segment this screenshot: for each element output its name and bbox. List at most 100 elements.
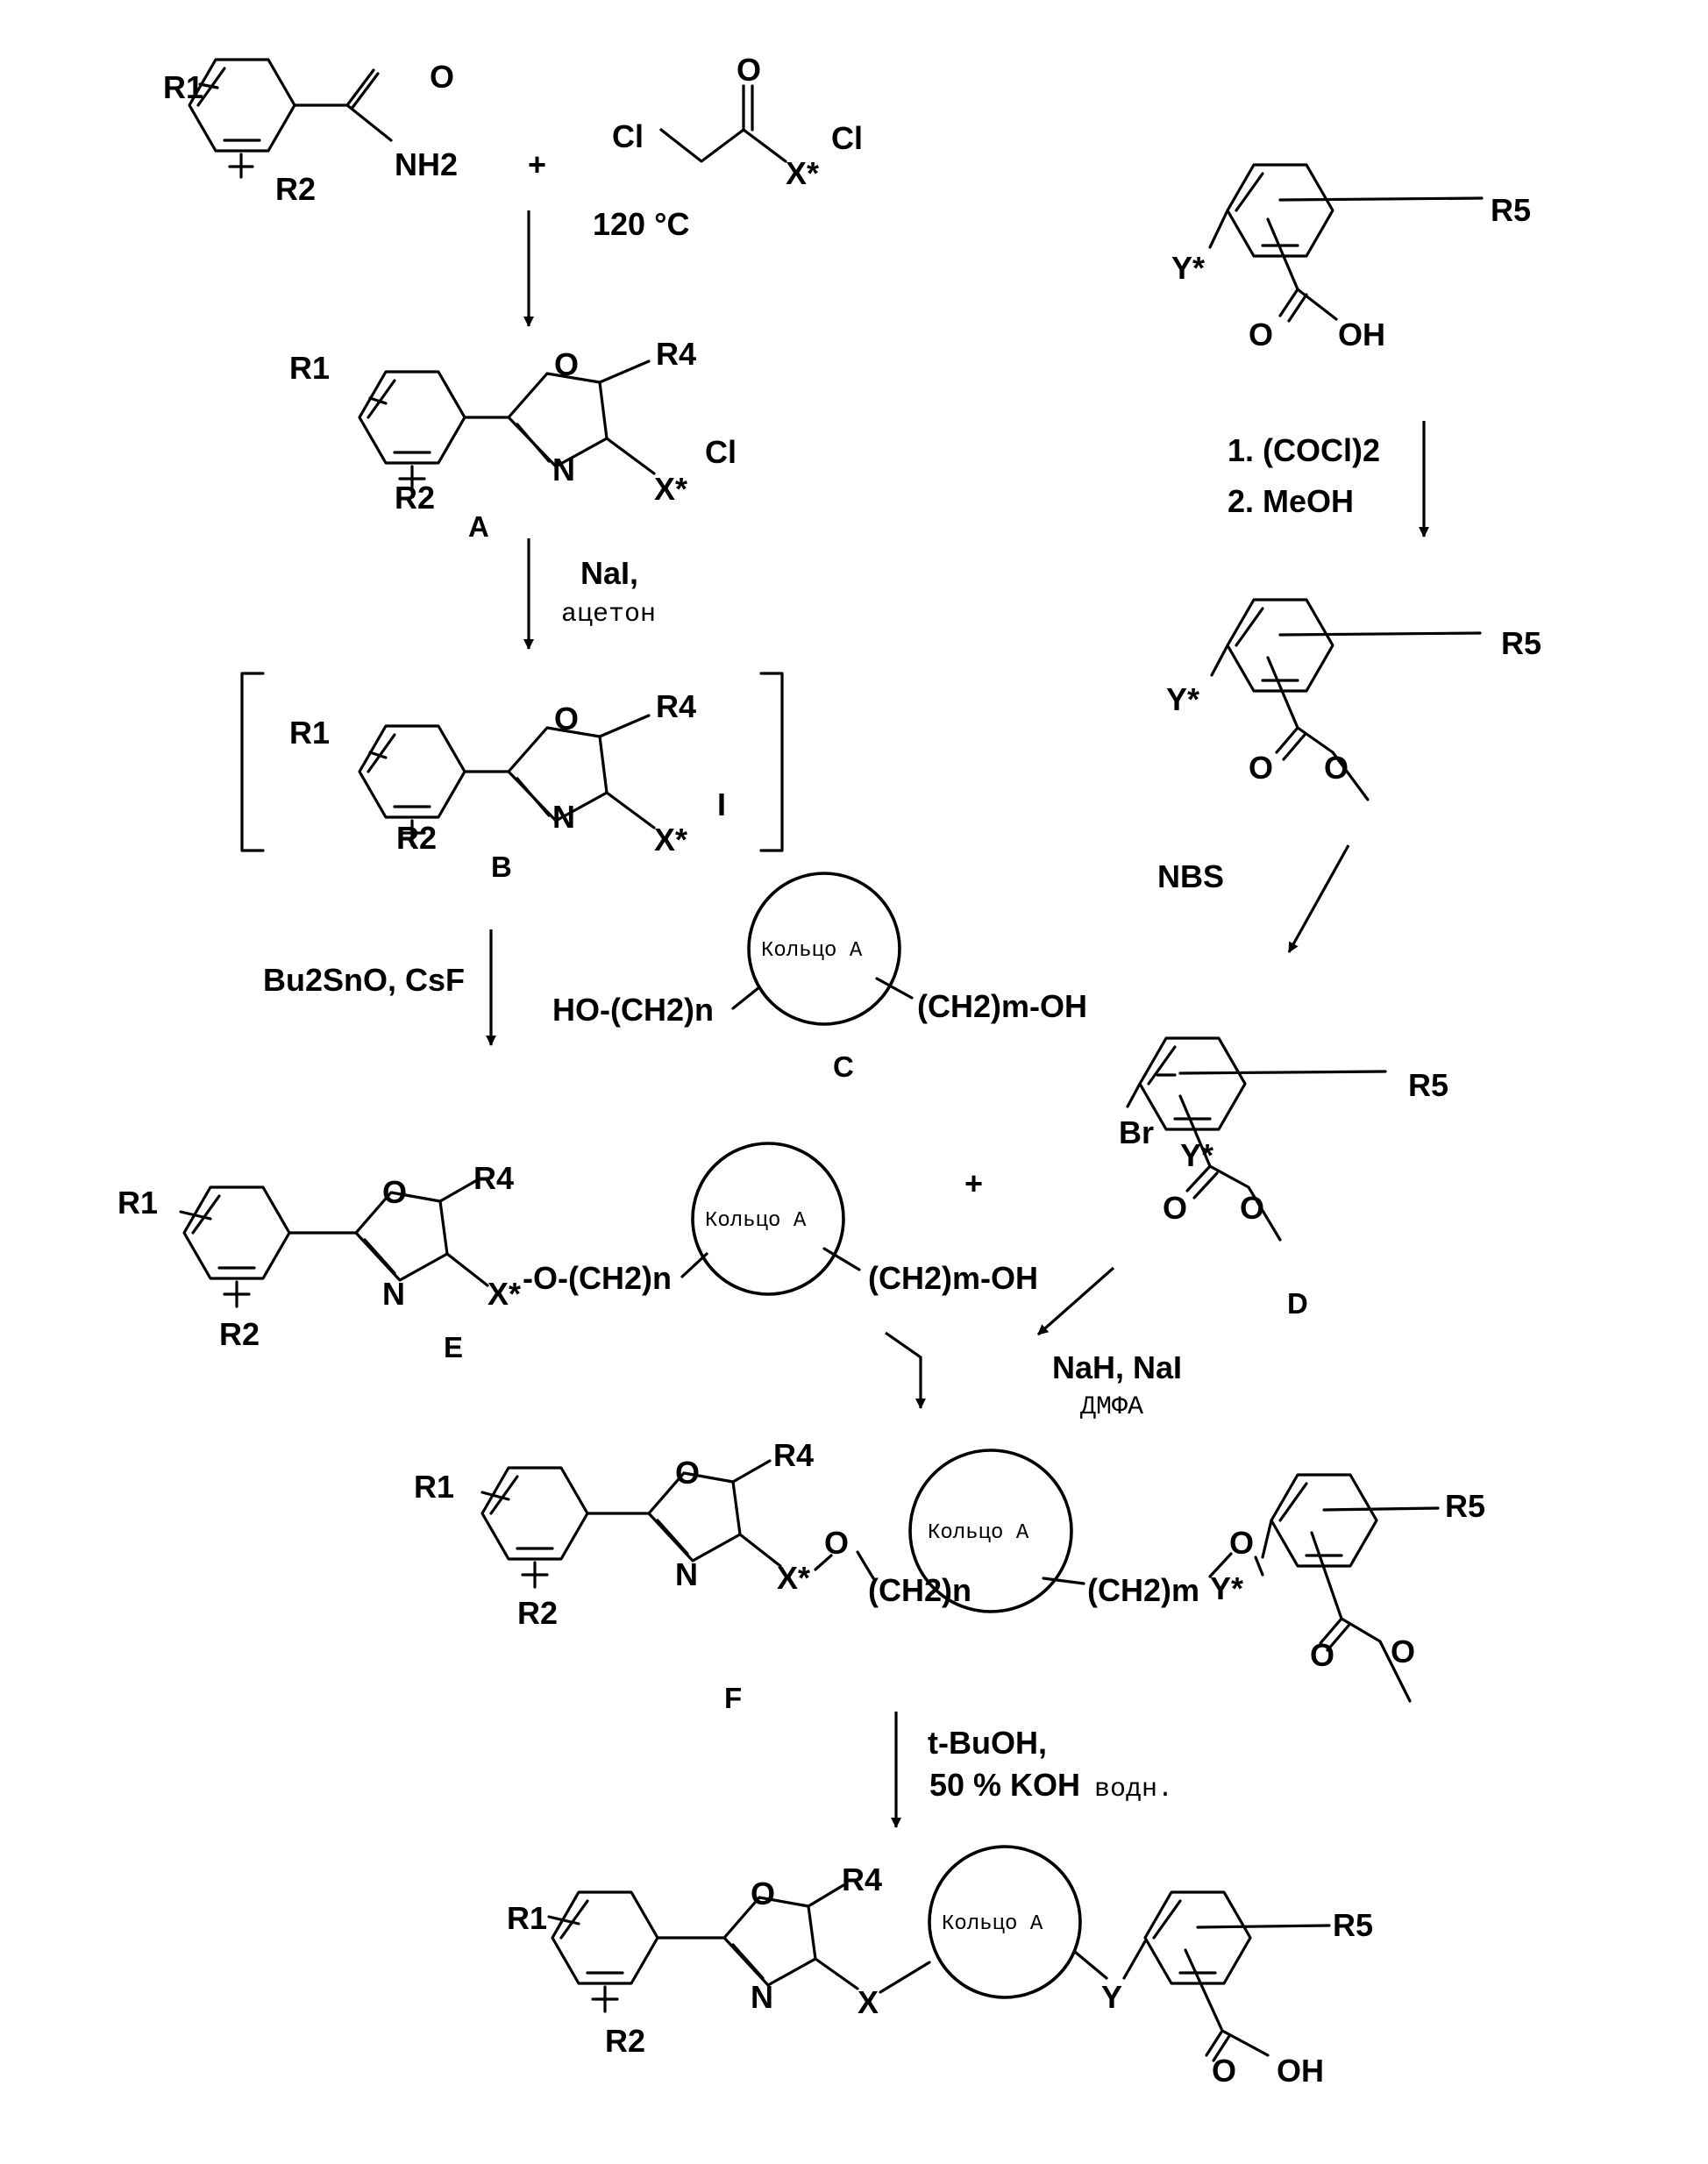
chloroacyl-reactant: Cl O X* Cl [612,52,863,191]
x-star-label: X* [786,155,819,191]
ring-a-label: Кольцо A [928,1521,1029,1545]
final-product: R1 R2 O R4 N X Кольцо A Y R5 O OH [507,1847,1373,2089]
iodine-label: I [717,787,726,822]
chain-label: HO-(CH2)n [552,992,714,1028]
r4-label: R4 [656,336,696,372]
reagent-label: t-BuOH, [928,1725,1047,1761]
r1-label: R1 [507,1900,547,1936]
reaction-arrow [1038,1268,1114,1335]
oxygen-label: O [1240,1190,1264,1226]
compound-label-f: F [724,1682,742,1714]
r2-label: R2 [605,2023,645,2059]
r1-label: R1 [117,1185,158,1221]
benzoic-acid: R5 Y* O OH [1171,165,1531,352]
compound-label-d: D [1287,1287,1308,1320]
r5-label: R5 [1445,1488,1485,1524]
y-star-label: Y* [1180,1137,1213,1173]
reagent-label: 50 % KOH [929,1767,1080,1803]
reagent-label: 120 °C [593,206,689,242]
compound-f: R1 R2 O R4 N X* O (CH2)n Кольцо A (CH2)m… [414,1437,1485,1714]
compound-a: R1 R2 O R4 N X* Cl A [289,336,737,543]
chain-label: (CH2)m-OH [917,988,1087,1024]
nitrogen-label: N [552,452,575,488]
chain-label: (CH2)m-OH [868,1260,1038,1296]
r2-label: R2 [275,171,316,207]
ring-a-label: Кольцо A [705,1209,807,1233]
reagent-label: 1. (COCl)2 [1228,432,1380,468]
x-star-label: X* [777,1560,810,1596]
oxygen-label: O [737,52,761,88]
reagent-label: NBS [1157,858,1224,894]
br-label: Br [1119,1114,1154,1150]
compound-d: Br Y* R5 O O D [1119,1038,1448,1320]
r1-label: R1 [289,715,330,751]
r5-label: R5 [1333,1907,1373,1943]
oxygen-label: O [1324,750,1349,786]
reaction-arrow [1289,845,1349,952]
reagent-label: NaH, NaI [1052,1349,1182,1385]
reagent-label: Bu2SnO, CsF [263,962,465,998]
reagent-label: ацетон [561,600,656,630]
r4-label: R4 [473,1160,514,1196]
r1-label: R1 [414,1469,454,1505]
plus-sign: + [964,1165,983,1201]
y-star-label: Y* [1210,1570,1243,1606]
plus-sign: + [528,146,546,182]
cl-label: Cl [831,120,863,156]
compound-label-e: E [444,1331,463,1363]
r5-label: R5 [1501,625,1541,661]
oxygen-label: O [1249,750,1273,786]
reagent-label: NaI, [580,555,638,591]
oxygen-label: O [1212,2053,1236,2089]
reagent-label: 2. MeOH [1228,483,1354,519]
y-star-label: Y* [1166,681,1199,717]
r4-label: R4 [842,1861,882,1897]
r2-label: R2 [219,1316,260,1352]
compound-label-a: A [468,510,489,543]
compound-label-c: C [833,1050,854,1083]
r2-label: R2 [396,820,437,856]
r2-label: R2 [395,480,435,516]
cl-label: Cl [705,434,737,470]
ring-a-label: Кольцо A [761,939,863,963]
compound-b: R1 R2 O R4 N X* I B [242,673,782,883]
methyl-ester: R5 Y* O O [1166,600,1541,800]
oxygen-label: O [1249,317,1273,352]
oxygen-label: O [1310,1637,1334,1673]
r4-label: R4 [656,688,696,724]
reagent-label: ДМФА [1080,1392,1143,1422]
oxygen-label: O [430,59,454,95]
x-star-label: X* [654,822,687,858]
oxygen-label: O [1391,1634,1415,1669]
oh-label: OH [1338,317,1385,352]
compound-e: R1 R2 O R4 N X* -O-(CH2)n Кольцо A (CH2)… [117,1143,1038,1363]
reaction-arrow [886,1333,921,1408]
r5-label: R5 [1408,1067,1448,1103]
nh2-label: NH2 [395,146,458,182]
nitrogen-label: N [552,799,575,835]
nitrogen-label: N [382,1276,405,1312]
nitrogen-label: N [751,1979,773,2015]
oh-label: OH [1277,2053,1324,2089]
x-label: X [858,1984,879,2020]
reagent-label: водн. [1094,1775,1173,1805]
chain-label: (CH2)m [1087,1572,1199,1608]
cl-label: Cl [612,118,644,154]
oxygen-label: O [554,701,579,737]
oxygen-label: O [1163,1190,1187,1226]
r1-label: R1 [289,350,330,386]
r5-label: R5 [1491,192,1531,228]
compound-c: Кольцо A HO-(CH2)n (CH2)m-OH C [552,873,1087,1083]
r2-label: R2 [517,1595,558,1631]
oxygen-label: O [1229,1525,1254,1561]
oxygen-label: O [751,1876,775,1911]
r1-label: R1 [163,69,203,105]
x-star-label: X* [654,471,687,507]
compound-label-b: B [491,851,512,883]
oxygen-label: O [675,1455,700,1491]
nitrogen-label: N [675,1556,698,1592]
oxygen-label: O [824,1525,849,1561]
chain-label: -O-(CH2)n [523,1260,672,1296]
ring-a-label: Кольцо A [942,1912,1043,1936]
